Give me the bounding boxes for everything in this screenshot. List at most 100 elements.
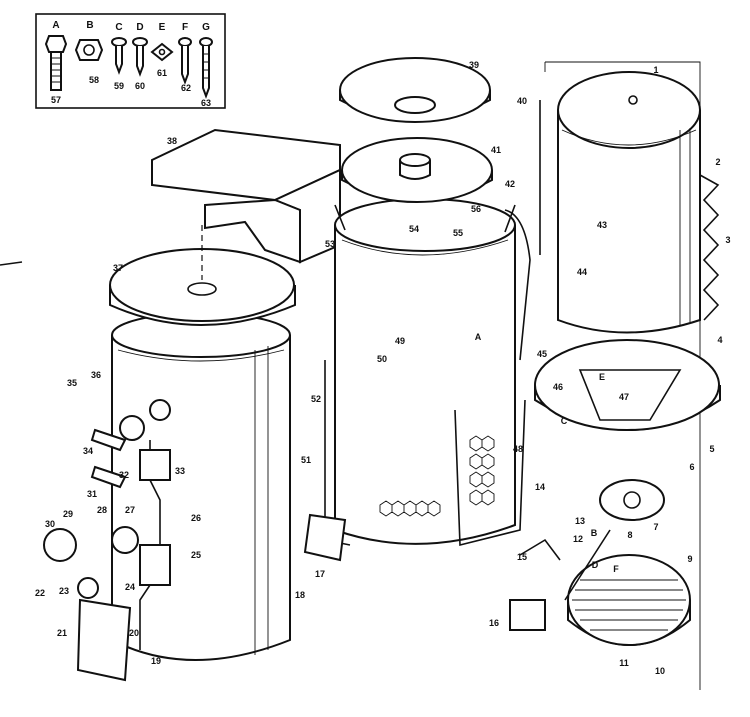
part-label: 9 [687, 554, 692, 564]
hardware-letter: C [115, 22, 122, 33]
insulation-honeycomb [379, 435, 495, 517]
part-label: 43 [597, 220, 607, 230]
part-label: 2 [715, 157, 720, 167]
part-label: 39 [469, 60, 479, 70]
part-label: 48 [513, 444, 523, 454]
part-label: 6 [689, 462, 694, 472]
screw-icon [111, 37, 127, 75]
part-label: 11 [619, 658, 629, 668]
pilot-tube-12 [564, 529, 611, 601]
part-label: 29 [63, 509, 73, 519]
part-label: 16 [489, 618, 499, 628]
bolt-icon [44, 35, 68, 91]
part-label: 20 [129, 628, 139, 638]
square-nut-icon [150, 42, 174, 62]
screw-icon [132, 37, 148, 77]
part-label: 36 [91, 370, 101, 380]
part-label: 50 [377, 354, 387, 364]
hardware-letter: F [182, 22, 188, 33]
part-label: 14 [535, 482, 545, 492]
part-label: C [561, 416, 568, 426]
part-label: D [592, 560, 599, 570]
part-label: 54 [409, 224, 419, 234]
hardware-letter: E [159, 22, 166, 33]
part-label: 47 [619, 392, 629, 402]
part-label: 13 [575, 516, 585, 526]
center-tank [324, 198, 531, 547]
part-label: 56 [471, 204, 481, 214]
part-label: 46 [553, 382, 563, 392]
left-tank [111, 312, 291, 661]
part-label: F [613, 564, 619, 574]
part-label: 10 [655, 666, 665, 676]
screw-icon [178, 37, 192, 85]
part-label: B [591, 528, 598, 538]
part-label: 45 [537, 349, 547, 359]
hardware-labels: A 57 B 58 C 59 D 60 E 61 F 62 G 63 [51, 20, 211, 108]
part-label: 37 [113, 263, 123, 273]
part-label: 35 [67, 378, 77, 388]
part-label: 44 [577, 267, 587, 277]
part-label: 40 [517, 96, 527, 106]
long-screw-icon [199, 37, 213, 99]
part-label: 53 [325, 239, 335, 249]
part-label: 25 [191, 550, 201, 560]
part-label: 34 [83, 446, 93, 456]
part-label: 8 [627, 530, 632, 540]
thermostat-16 [509, 599, 546, 631]
hardware-number: 59 [114, 81, 124, 91]
hardware-number: 60 [135, 81, 145, 91]
part-label: 5 [709, 444, 714, 454]
part-label: 26 [191, 513, 201, 523]
door-17 [303, 513, 347, 562]
part-label: 1 [653, 65, 658, 75]
right-tank [544, 61, 720, 690]
gas-tube-15 [519, 538, 561, 561]
part-label: 28 [97, 505, 107, 515]
hardware-number: 62 [181, 83, 191, 93]
part-label: 31 [87, 489, 97, 499]
part-label: 52 [311, 394, 321, 404]
part-label: 21 [57, 628, 67, 638]
hardware-number: 63 [201, 98, 211, 108]
gas-valve-assembly [43, 399, 171, 682]
burner-7 [599, 479, 665, 521]
hardware-letter: D [136, 22, 143, 33]
part-label: 51 [301, 455, 311, 465]
hardware-letter: A [52, 20, 59, 31]
part-label: 41 [491, 145, 501, 155]
nut-icon [74, 39, 104, 61]
part-label: 22 [35, 588, 45, 598]
part-label: 55 [453, 228, 463, 238]
part-label: 23 [59, 586, 69, 596]
part-label: 15 [517, 552, 527, 562]
bottom-pan-9 [567, 554, 691, 646]
part-label: 33 [175, 466, 185, 476]
part-label: 32 [119, 470, 129, 480]
part-label: 3 [725, 235, 730, 245]
part-label: 42 [505, 179, 515, 189]
base-ring-5 [534, 339, 721, 431]
hardware-letter: B [86, 20, 93, 31]
part-label: A [475, 332, 482, 342]
part-label: 19 [151, 656, 161, 666]
collar-plate-55 [341, 137, 493, 203]
part-label: 30 [45, 519, 55, 529]
part-label: 7 [653, 522, 658, 532]
part-label: 12 [573, 534, 583, 544]
hardware-number: 57 [51, 95, 61, 105]
part-label: 17 [315, 569, 325, 579]
hardware-number: 58 [89, 75, 99, 85]
part-label: 24 [125, 582, 135, 592]
part-label: 18 [295, 590, 305, 600]
part-label: 4 [717, 335, 722, 345]
flue-hood-38 [151, 128, 341, 280]
part-label: 38 [167, 136, 177, 146]
hardware-letter: G [202, 22, 210, 33]
part-label: 27 [125, 505, 135, 515]
part-label: 49 [395, 336, 405, 346]
hardware-number: 61 [157, 68, 167, 78]
hardware-inset [35, 13, 226, 109]
